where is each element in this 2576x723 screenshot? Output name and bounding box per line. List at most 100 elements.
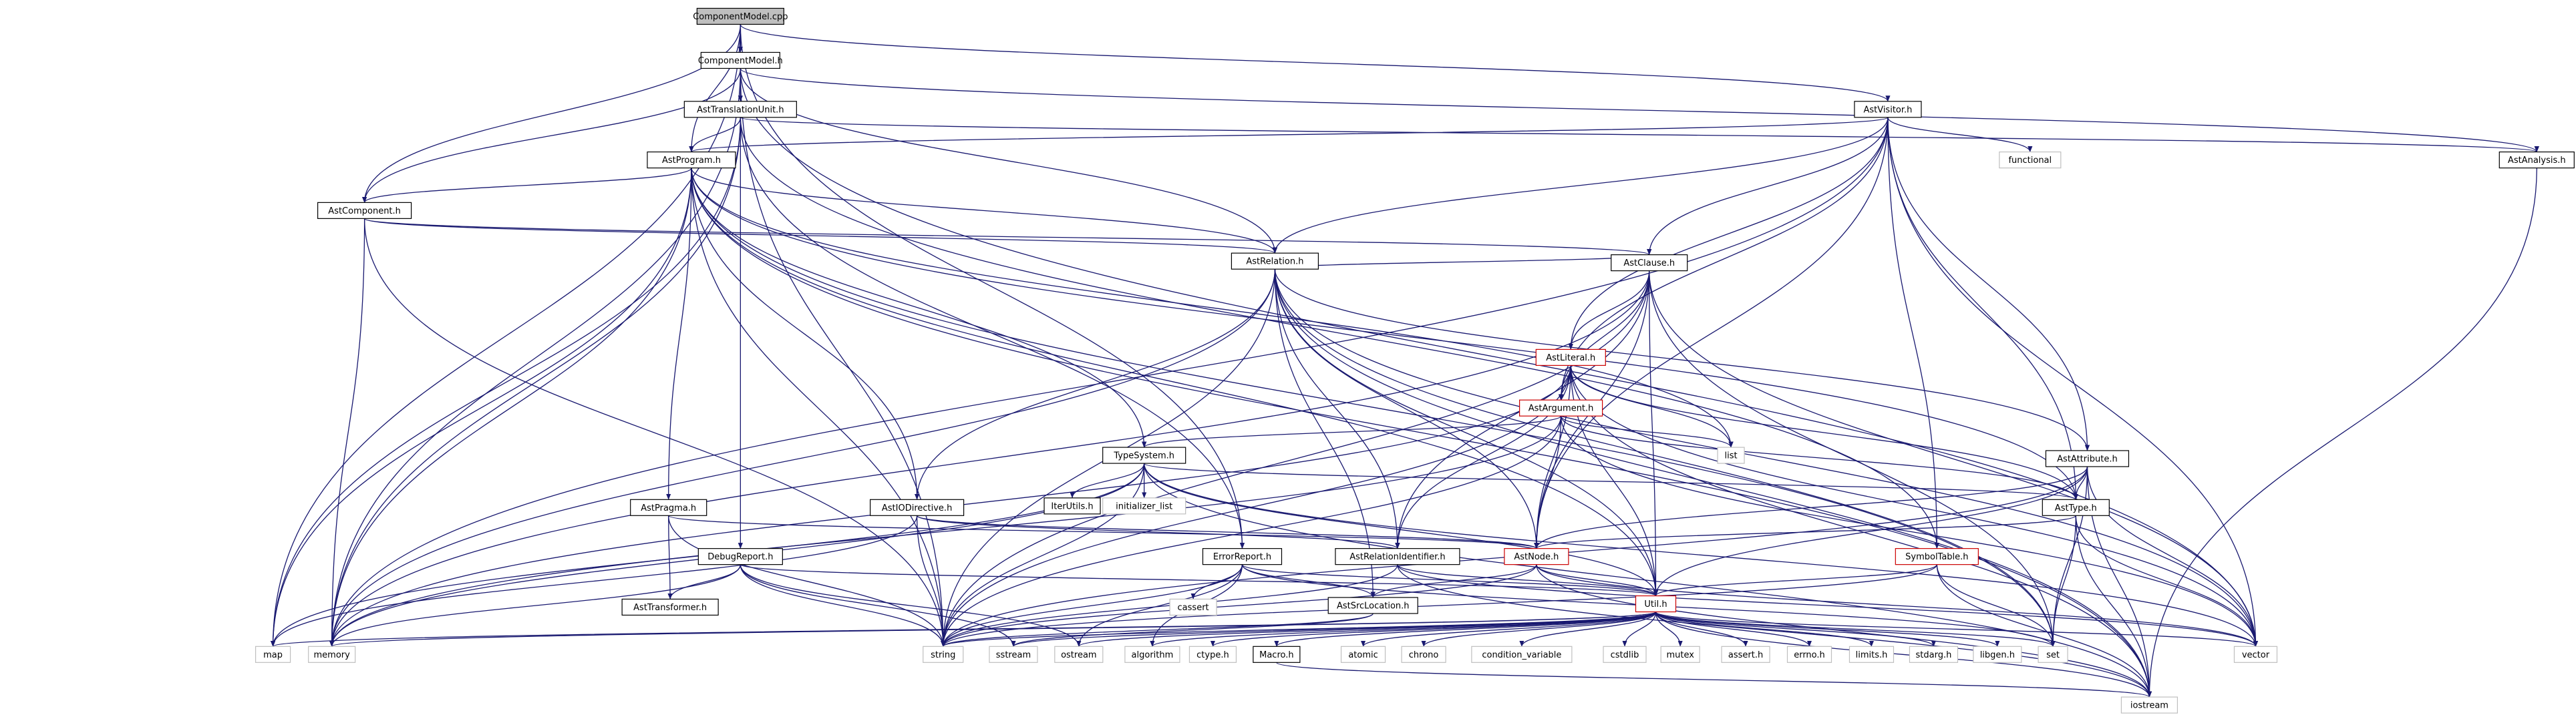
node-box	[1340, 646, 1386, 663]
node-astattribute[interactable]: AstAttribute.h	[2045, 450, 2130, 467]
node-symboltable[interactable]: SymbolTable.h	[1895, 548, 1979, 565]
node-atomic[interactable]: atomic	[1340, 646, 1386, 663]
node-box	[923, 646, 964, 663]
node-box	[317, 202, 412, 219]
node-initlist[interactable]: initializer_list	[1102, 497, 1186, 515]
node-label: AstProgram.h	[662, 156, 721, 166]
edge-astclause-to-astliteral	[1568, 270, 1650, 350]
node-box	[1169, 598, 1217, 616]
edge-astattribute-to-astnode	[1534, 466, 2088, 549]
node-typesystem[interactable]: TypeSystem.h	[1102, 447, 1186, 464]
node-ctype[interactable]: ctype.h	[1188, 646, 1237, 663]
node-root[interactable]: ComponentModel.cpp	[693, 7, 788, 25]
node-label: SymbolTable.h	[1905, 552, 1968, 562]
edge-cmh-to-memory	[329, 68, 742, 647]
node-errorreport[interactable]: ErrorReport.h	[1202, 548, 1283, 565]
node-astvisitor[interactable]: AstVisitor.h	[1854, 101, 1922, 118]
node-box	[1786, 646, 1832, 663]
node-label: AstTranslationUnit.h	[697, 105, 784, 115]
node-box	[1102, 447, 1186, 464]
node-box	[1611, 254, 1688, 272]
node-astrelid[interactable]: AstRelationIdentifier.h	[1335, 548, 1460, 565]
edge-asttype-to-iostream	[2075, 515, 2152, 698]
edge-astcomponent-to-string	[363, 218, 946, 647]
node-macro[interactable]: Macro.h	[1253, 646, 1301, 663]
node-box	[1124, 646, 1180, 663]
edge-astrelation-to-astclause	[1274, 254, 1651, 270]
edge-util-to-macro	[1274, 611, 1657, 647]
edge-astprogram-to-typesystem	[691, 168, 1147, 448]
node-util[interactable]: Util.h	[1635, 595, 1677, 613]
node-label: chrono	[1409, 650, 1439, 660]
node-sstream[interactable]: sstream	[989, 646, 1038, 663]
node-libgenh[interactable]: libgen.h	[1973, 646, 2022, 663]
node-box	[700, 51, 780, 69]
node-stdargh[interactable]: stdarg.h	[1909, 646, 1959, 663]
edge-errorreport-to-ostream	[1076, 564, 1243, 647]
node-asttype[interactable]: AstType.h	[2042, 499, 2110, 516]
node-astanalysis[interactable]: AstAnalysis.h	[2499, 151, 2575, 169]
node-label: DebugReport.h	[707, 552, 773, 562]
edge-astrelation-to-astrelid	[1274, 269, 1400, 549]
node-mutex[interactable]: mutex	[1660, 646, 1700, 663]
node-astnode[interactable]: AstNode.h	[1504, 548, 1569, 565]
edge-astvisitor-to-astrelation	[1272, 117, 1889, 254]
node-chrono[interactable]: chrono	[1401, 646, 1446, 663]
node-astprogram[interactable]: AstProgram.h	[647, 151, 736, 169]
node-astliteral[interactable]: AstLiteral.h	[1535, 348, 1606, 366]
node-limitsh[interactable]: limits.h	[1848, 646, 1895, 663]
node-astclause[interactable]: AstClause.h	[1611, 254, 1688, 272]
node-string[interactable]: string	[923, 646, 964, 663]
node-label: AstClause.h	[1623, 258, 1675, 268]
node-astpragma[interactable]: AstPragma.h	[630, 499, 707, 516]
edge-util-to-libgenh	[1655, 611, 2000, 647]
edge-debugreport-to-string	[740, 564, 946, 647]
node-astargument[interactable]: AstArgument.h	[1518, 399, 1603, 417]
node-cmh[interactable]: ComponentModel.h	[698, 51, 783, 69]
nodes-layer: ComponentModel.cppComponentModel.hAstVis…	[255, 7, 2575, 714]
edges-layer	[271, 24, 2539, 698]
node-algorithm[interactable]: algorithm	[1124, 646, 1180, 663]
node-astsrcloc[interactable]: AstSrcLocation.h	[1327, 597, 1418, 614]
node-map[interactable]: map	[255, 646, 291, 663]
node-list[interactable]: list	[1717, 447, 1745, 464]
edge-util-to-vector	[1655, 611, 2258, 647]
node-box	[1253, 646, 1301, 663]
node-asttransformer[interactable]: AstTransformer.h	[621, 598, 719, 616]
node-box	[1535, 348, 1606, 366]
node-label: ostream	[1061, 650, 1097, 660]
node-astrelation[interactable]: AstRelation.h	[1231, 252, 1319, 270]
node-memory[interactable]: memory	[308, 646, 356, 663]
node-cstdlib[interactable]: cstdlib	[1603, 646, 1647, 663]
edge-util-to-set	[1655, 611, 2056, 647]
node-ostream[interactable]: ostream	[1054, 646, 1104, 663]
node-label: vector	[2242, 650, 2270, 660]
node-condvar[interactable]: condition_variable	[1471, 646, 1573, 663]
node-iterutils[interactable]: IterUtils.h	[1043, 497, 1101, 515]
node-debugreport[interactable]: DebugReport.h	[697, 548, 783, 565]
node-functional[interactable]: functional	[1999, 151, 2062, 169]
edge-astvisitor-to-astattribute	[1887, 117, 2090, 451]
node-label: atomic	[1348, 650, 1378, 660]
node-errnoh[interactable]: errno.h	[1786, 646, 1832, 663]
edge-util-to-iostream	[1655, 612, 2152, 698]
node-cassert[interactable]: cassert	[1169, 598, 1217, 616]
node-asserth[interactable]: assert.h	[1721, 646, 1770, 663]
edge-typesystem-to-asttype	[1144, 463, 2078, 500]
node-label: IterUtils.h	[1051, 501, 1093, 511]
node-set[interactable]: set	[2038, 646, 2068, 663]
node-astcomponent[interactable]: AstComponent.h	[317, 202, 412, 219]
node-box	[1518, 399, 1603, 417]
edge-astvisitor-to-astnode	[1534, 117, 1889, 549]
edge-astargument-to-memory	[329, 416, 1562, 647]
node-astiodirective[interactable]: AstIODirective.h	[869, 499, 965, 516]
node-box	[2120, 696, 2179, 714]
node-box	[696, 7, 784, 25]
node-asttu[interactable]: AstTranslationUnit.h	[683, 101, 797, 118]
node-vector[interactable]: vector	[2233, 646, 2278, 663]
edge-symboltable-to-string	[941, 564, 1937, 647]
edge-astprogram-to-asttype	[691, 168, 2078, 500]
edge-astargument-to-vector	[1560, 416, 2258, 647]
edge-util-to-ostream	[1076, 611, 1657, 647]
node-iostream[interactable]: iostream	[2120, 696, 2179, 714]
